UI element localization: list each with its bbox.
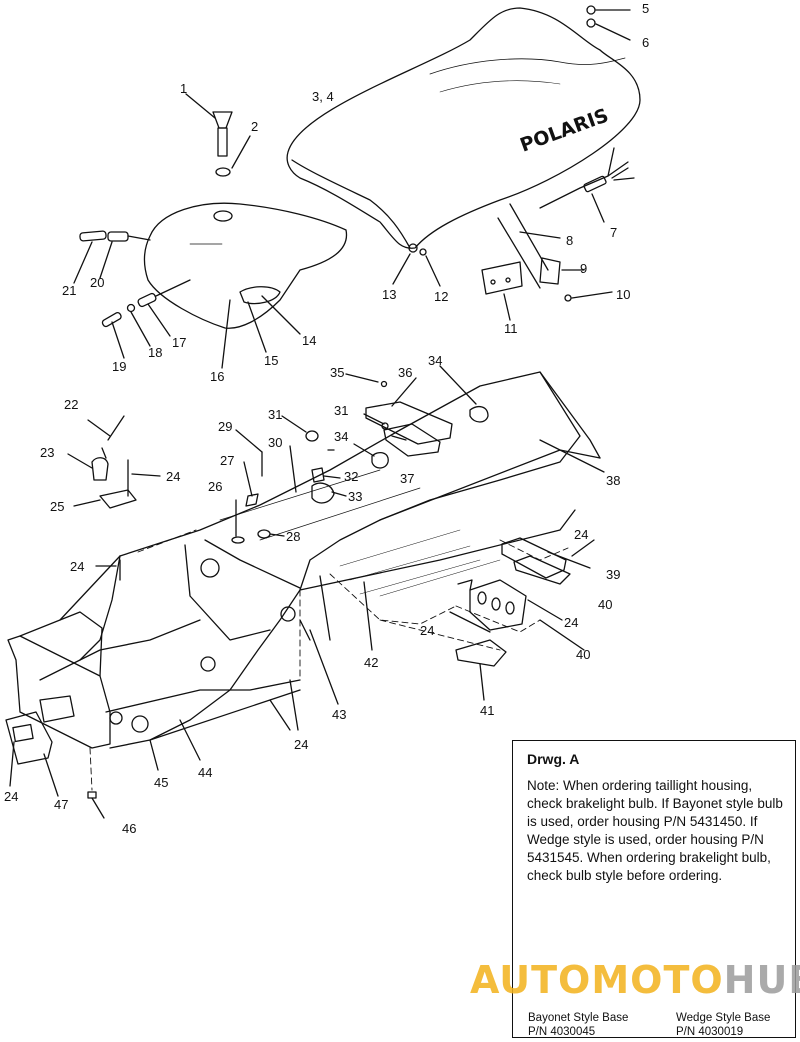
label-part-34a: 34 xyxy=(334,429,349,444)
watermark-text-a: AUTOMOTO xyxy=(470,958,724,1002)
part-5-nut xyxy=(586,5,596,15)
note-title: Drwg. A xyxy=(527,751,580,767)
brackets-39-41 xyxy=(449,537,595,701)
label-part-1: 1 xyxy=(180,81,188,96)
wedge-caption-2: P/N 4030019 xyxy=(676,1026,744,1038)
label-part-42: 42 xyxy=(364,655,379,670)
label-part-25: 25 xyxy=(50,499,65,514)
label-part-24d: 24 xyxy=(564,615,579,630)
label-part-32: 32 xyxy=(344,469,359,484)
label-part-44: 44 xyxy=(198,765,213,780)
label-part-28: 28 xyxy=(286,529,301,544)
label-part-11: 11 xyxy=(504,321,518,336)
label-part-14: 14 xyxy=(302,333,317,348)
label-part-5: 5 xyxy=(642,1,650,16)
label-part-24e: 24 xyxy=(420,623,435,638)
watermark-logo: AUTOMOTOHUB xyxy=(470,958,800,1002)
label-part-39: 39 xyxy=(606,567,621,582)
label-part-34b: 34 xyxy=(428,353,443,368)
label-part-12: 12 xyxy=(434,289,449,304)
label-part-8: 8 xyxy=(566,233,574,248)
label-part-45: 45 xyxy=(154,775,169,790)
label-part-41: 41 xyxy=(480,703,495,718)
lower-callouts xyxy=(5,581,373,819)
label-part-47: 47 xyxy=(54,797,69,812)
label-part-16: 16 xyxy=(210,369,225,384)
label-part-43: 43 xyxy=(332,707,347,722)
label-part-18: 18 xyxy=(148,345,163,360)
fuel-cap xyxy=(185,93,251,177)
chassis-frame xyxy=(7,371,601,791)
brackets-36-37 xyxy=(365,380,453,457)
label-part-38: 38 xyxy=(606,473,621,488)
small-parts xyxy=(231,365,605,544)
label-part-24c: 24 xyxy=(574,527,589,542)
label-part-27: 27 xyxy=(220,453,235,468)
label-part-20: 20 xyxy=(90,275,105,290)
label-part-15: 15 xyxy=(264,353,279,368)
label-part-40a: 40 xyxy=(598,597,613,612)
part-6-washer xyxy=(586,18,596,28)
label-part-24f: 24 xyxy=(294,737,309,752)
label-part-33: 33 xyxy=(348,489,363,504)
label-part-19: 19 xyxy=(112,359,127,374)
label-part-13: 13 xyxy=(382,287,397,302)
label-part-24b: 24 xyxy=(70,559,85,574)
label-part-24a: 24 xyxy=(166,469,181,484)
watermark-text-b: HUB xyxy=(723,958,800,1002)
label-part-35: 35 xyxy=(330,365,345,380)
label-part-6: 6 xyxy=(642,35,650,50)
polaris-logo: POLARIS xyxy=(517,104,611,156)
wire-harness xyxy=(392,147,635,321)
bayonet-caption-2: P/N 4030045 xyxy=(528,1026,596,1038)
label-part-37: 37 xyxy=(400,471,415,486)
bayonet-caption-1: Bayonet Style Base xyxy=(528,1012,629,1024)
label-part-36: 36 xyxy=(398,365,413,380)
label-part-29: 29 xyxy=(218,419,233,434)
fuel-tank xyxy=(143,202,348,369)
label-part-3-4: 3, 4 xyxy=(312,89,334,104)
label-part-9: 9 xyxy=(580,261,588,276)
label-part-17: 17 xyxy=(172,335,187,350)
label-part-46: 46 xyxy=(122,821,137,836)
label-part-40b: 40 xyxy=(576,647,591,662)
label-part-26: 26 xyxy=(208,479,223,494)
note-text: Note: When ordering taillight housing, c… xyxy=(527,778,783,883)
drawing-a-note-box: Drwg. A Note: When ordering taillight ho… xyxy=(512,740,796,1038)
label-part-23: 23 xyxy=(40,445,55,460)
label-part-7: 7 xyxy=(610,225,618,240)
wedge-caption-1: Wedge Style Base xyxy=(676,1012,771,1024)
label-part-24g: 24 xyxy=(4,789,19,804)
label-part-2: 2 xyxy=(251,119,259,134)
label-part-31b: 31 xyxy=(334,403,349,418)
label-part-21: 21 xyxy=(62,283,77,298)
seat: POLARIS xyxy=(286,7,641,249)
label-part-22: 22 xyxy=(64,397,79,412)
label-part-10: 10 xyxy=(616,287,631,302)
fuel-fittings xyxy=(73,230,301,359)
label-part-31a: 31 xyxy=(268,407,283,422)
taillight-assembly xyxy=(67,415,161,581)
label-part-30: 30 xyxy=(268,435,283,450)
